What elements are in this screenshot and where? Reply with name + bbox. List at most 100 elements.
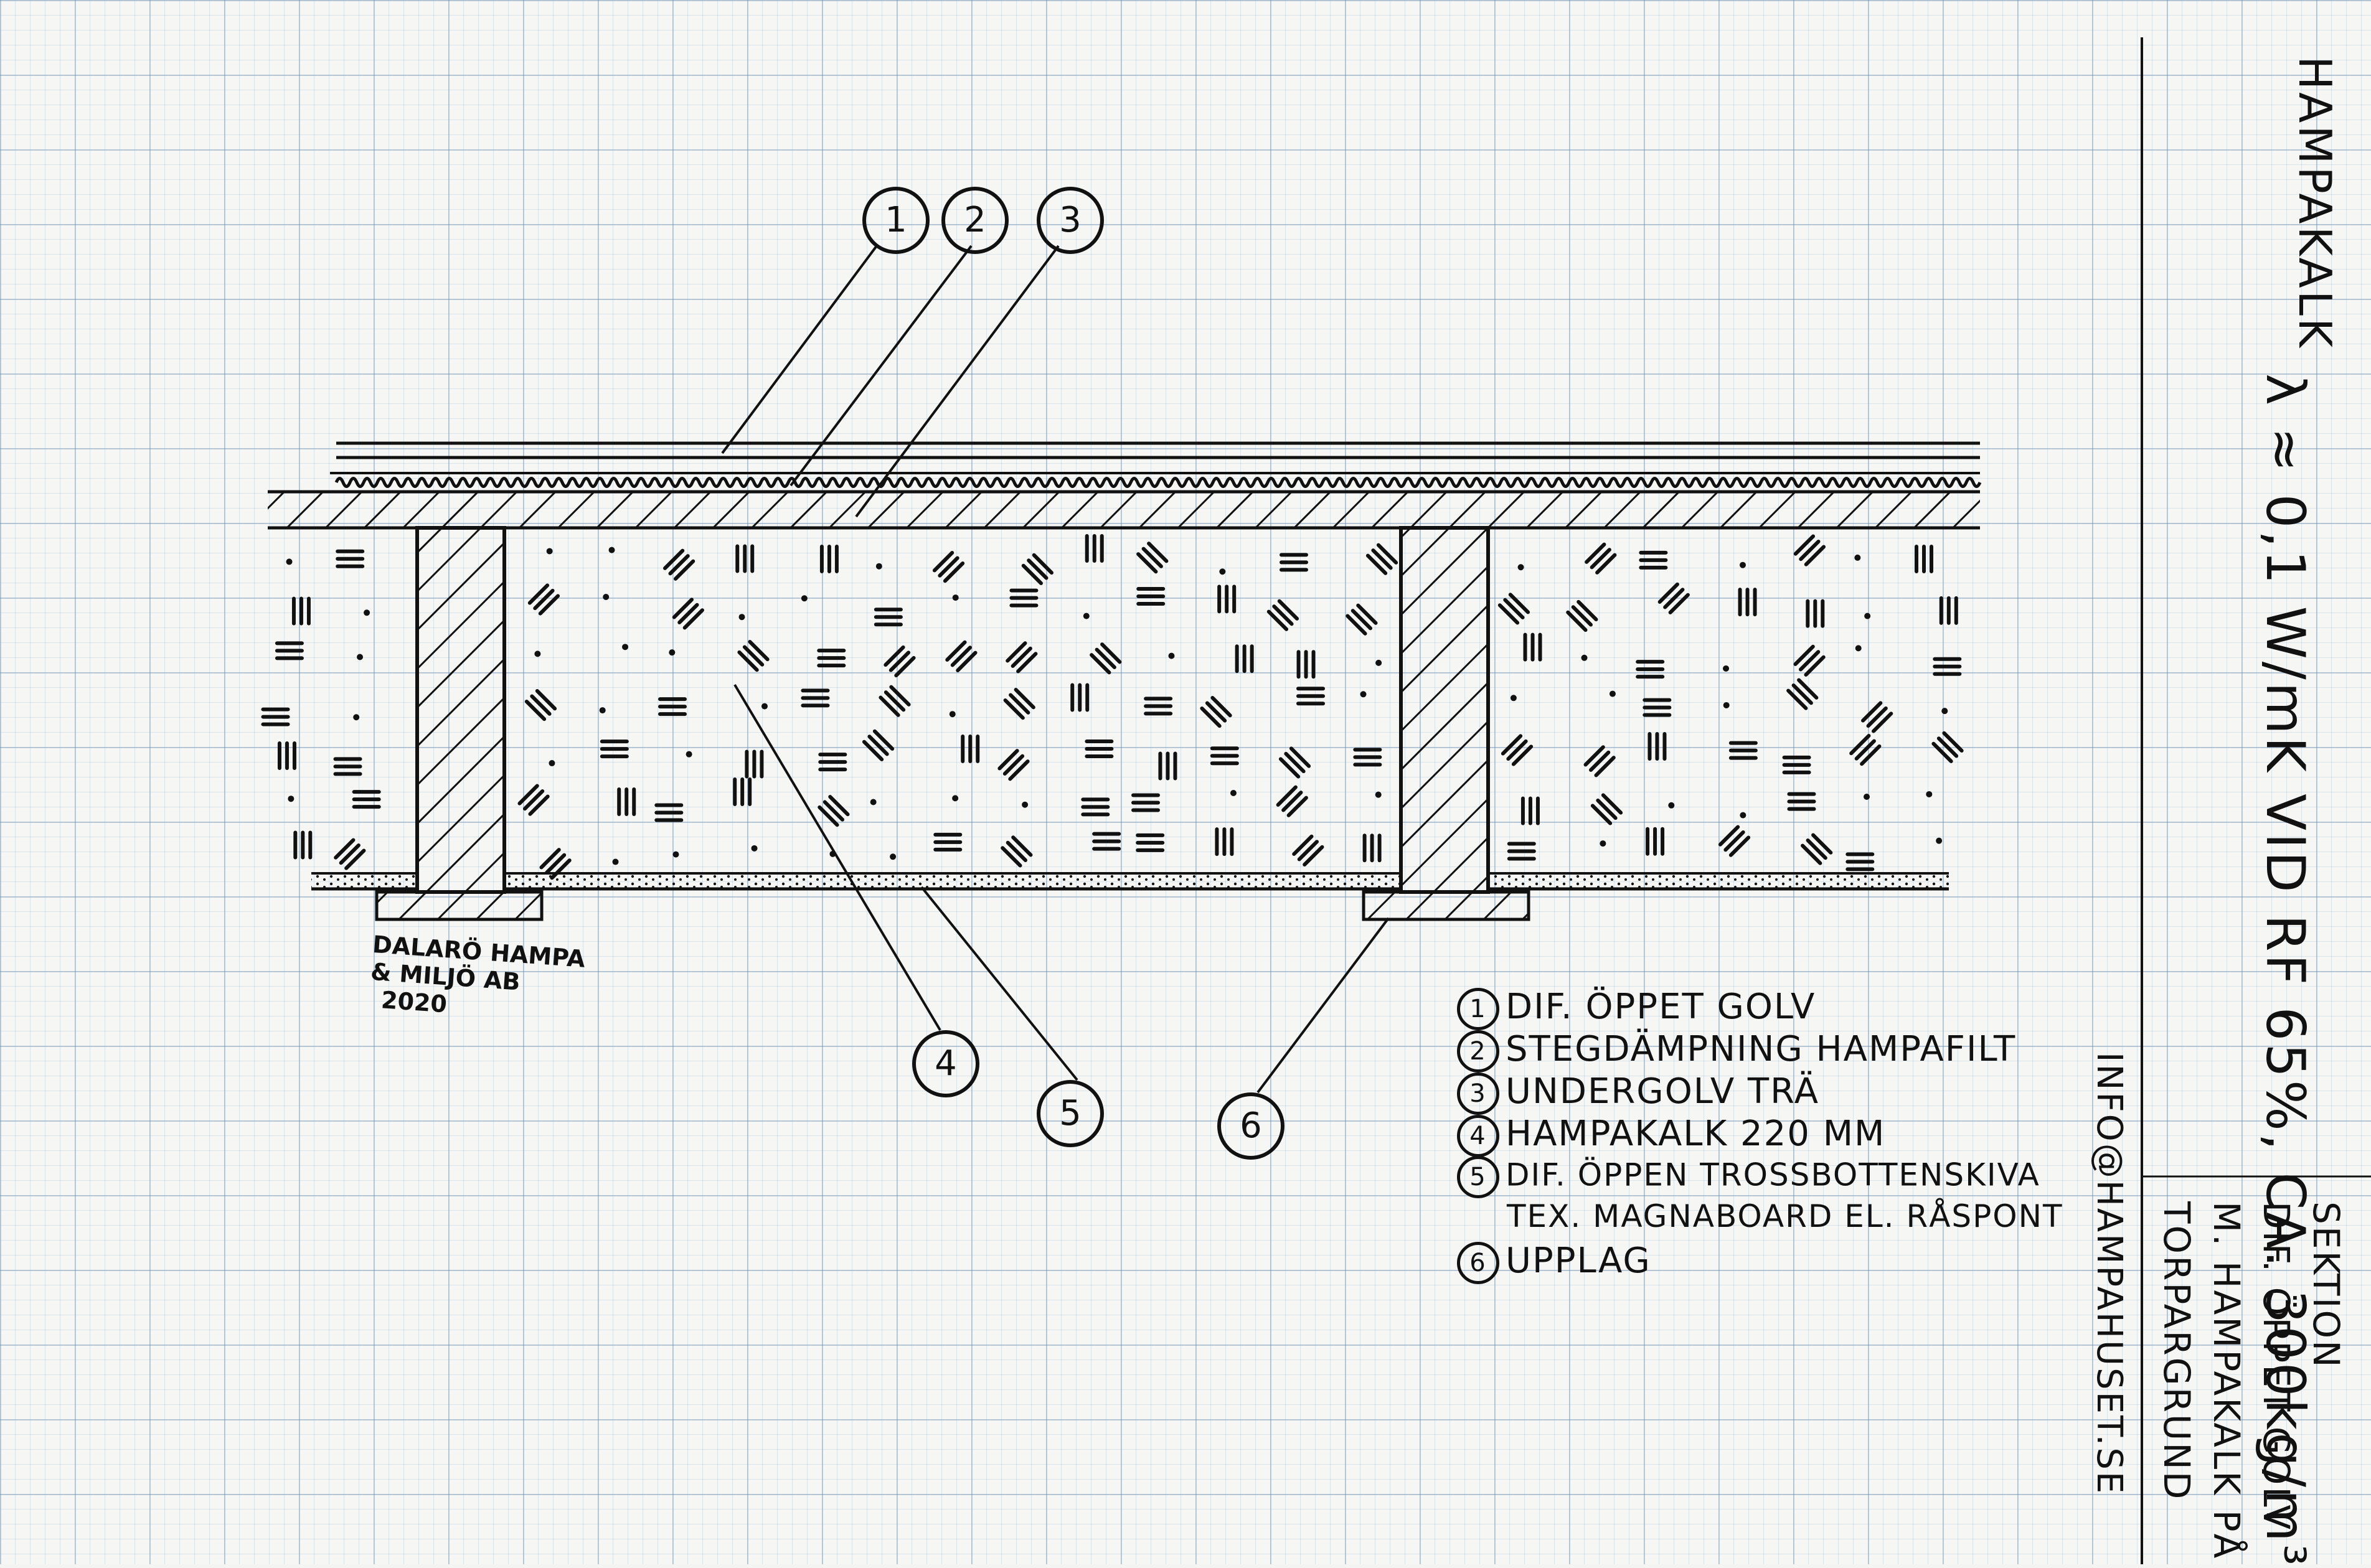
hemp-fiber-strokes: [1136, 542, 1169, 574]
hemp-fiber-strokes: [733, 777, 752, 807]
hemp-fiber-strokes: [1292, 834, 1324, 867]
hemp-fiber-dot: [1230, 789, 1237, 796]
legend-text-4: HAMPAKALK 220 MM: [1506, 1114, 1886, 1154]
hemp-fiber-strokes: [1647, 732, 1667, 761]
hemp-fiber-dot: [1740, 561, 1746, 568]
hemp-fiber-strokes: [1085, 533, 1104, 563]
hemp-fiber-strokes: [527, 583, 560, 616]
hemp-fiber-dot: [738, 614, 745, 621]
hemp-fiber-strokes: [818, 753, 847, 772]
hemp-fiber-strokes: [352, 790, 381, 809]
hemp-fiber-dot: [890, 853, 897, 860]
title-block-line-4: TORPARGRUND: [2156, 1201, 2198, 1501]
hemp-fiber-dot: [353, 714, 360, 721]
hemp-fiber-strokes: [654, 803, 684, 822]
hemp-fiber-strokes: [1939, 596, 1958, 625]
title-block-line-2: DIF. ÖPPET GOLV: [2255, 1201, 2298, 1532]
hemp-fiber-strokes: [1266, 599, 1299, 631]
hemp-fiber-strokes: [1523, 632, 1542, 662]
hemp-fiber-strokes: [336, 549, 365, 568]
hemp-fiber-strokes: [801, 688, 830, 708]
hemp-fiber-dot: [1510, 695, 1517, 702]
hemp-fiber-strokes: [932, 551, 965, 583]
hemp-fiber-dot: [751, 845, 758, 852]
hemp-fiber-dot: [357, 654, 364, 660]
hemp-fiber-strokes: [1070, 683, 1090, 712]
hemp-fiber-dot: [686, 751, 692, 758]
legend-text-5: DIF. ÖPPEN TROSSBOTTENSKIVA: [1506, 1157, 2040, 1193]
hemp-fiber-strokes: [1728, 741, 1758, 760]
hemp-fiber-strokes: [1639, 550, 1668, 570]
hemp-fiber-strokes: [1276, 785, 1308, 817]
hemp-fiber-strokes: [1278, 746, 1311, 779]
hemp-fiber-strokes: [277, 741, 296, 771]
hemp-fiber-strokes: [1362, 833, 1382, 863]
hemp-fiber-dot: [608, 547, 615, 553]
hemp-fiber-dot: [549, 760, 555, 767]
hemp-fiber-dot: [1723, 665, 1730, 672]
hemp-fiber-strokes: [1520, 796, 1540, 825]
legend-text-3: UNDERGOLV TRÄ: [1506, 1071, 1820, 1112]
hemp-fiber-strokes: [1793, 534, 1826, 566]
hemp-fiber-dot: [1375, 791, 1382, 798]
hemp-fiber-strokes: [1136, 833, 1165, 852]
support-left-6: [375, 890, 544, 921]
hemp-fiber-strokes: [735, 544, 755, 573]
hemp-fiber-dot: [949, 711, 956, 718]
hemp-fiber-strokes: [261, 707, 290, 726]
hemp-fiber-strokes: [293, 830, 313, 860]
hemp-fiber-strokes: [933, 832, 963, 852]
hemp-fiber-strokes: [1915, 545, 1934, 574]
callout-5: 5: [1037, 1080, 1104, 1147]
joist-left: [415, 526, 506, 894]
hemp-fiber-strokes: [1009, 588, 1039, 608]
hempcrete-fill-layer-4: [261, 533, 1964, 880]
hemp-fiber-dot: [1740, 812, 1746, 819]
hemp-fiber-dot: [1609, 690, 1616, 697]
hemp-fiber-dot: [288, 796, 295, 802]
callout-1: 1: [862, 187, 930, 254]
hemp-fiber-strokes: [1806, 599, 1825, 628]
hemp-fiber-dot: [1926, 791, 1933, 797]
hemp-fiber-dot: [1360, 691, 1367, 698]
hemp-fiber-strokes: [334, 838, 366, 870]
hemp-fiber-strokes: [524, 689, 557, 721]
hemp-fiber-strokes: [1931, 731, 1964, 763]
hemp-fiber-dot: [1668, 802, 1675, 809]
hemp-fiber-strokes: [1215, 827, 1234, 857]
ceiling-board-layer-5: [311, 872, 1949, 891]
hemp-fiber-strokes: [874, 608, 903, 627]
leader-lines: [721, 245, 1390, 1094]
hemp-fiber-strokes: [945, 640, 978, 672]
hemp-fiber-strokes: [1782, 755, 1811, 774]
hemp-fiber-strokes: [879, 685, 911, 717]
hemp-fiber-dot: [622, 644, 629, 650]
hemp-fiber-dot: [612, 858, 619, 865]
callout-2: 2: [941, 187, 1009, 254]
hemp-fiber-strokes: [658, 697, 687, 716]
felt-layer-2: [330, 472, 1982, 493]
hemp-fiber-strokes: [1296, 687, 1326, 706]
title-block-line-1: SEKTION: [2305, 1201, 2347, 1369]
hemp-fiber-dot: [1854, 554, 1861, 561]
hemp-fiber-strokes: [1566, 599, 1598, 632]
hemp-fiber-strokes: [1217, 584, 1237, 614]
hemp-fiber-dot: [1864, 613, 1871, 619]
hemp-fiber-strokes: [1085, 739, 1114, 759]
hemp-fiber-dot: [546, 548, 553, 555]
hemp-fiber-dot: [286, 558, 293, 565]
hemp-fiber-dot: [952, 594, 959, 601]
legend-text-5b: TEX. MAGNABOARD EL. RÅSPONT: [1507, 1198, 2063, 1234]
hemp-fiber-strokes: [1793, 644, 1826, 677]
hemp-fiber-strokes: [1081, 797, 1110, 817]
hemp-fiber-strokes: [1497, 593, 1530, 625]
hemp-fiber-dot: [1219, 568, 1226, 575]
